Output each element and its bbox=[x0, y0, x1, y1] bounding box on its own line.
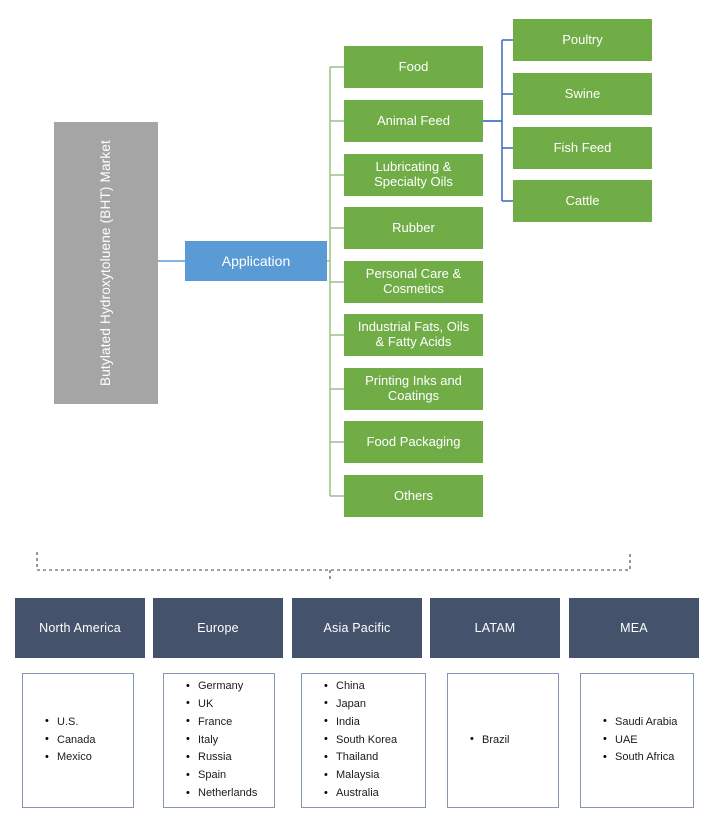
region-bracket bbox=[36, 552, 631, 571]
application-label: Rubber bbox=[392, 219, 435, 235]
country-item: South Korea bbox=[324, 731, 425, 750]
application-box-others[interactable]: Others bbox=[344, 475, 483, 517]
country-item: Brazil bbox=[470, 731, 558, 750]
application-label: Food bbox=[398, 58, 429, 74]
region-header-asia-pacific[interactable]: Asia Pacific bbox=[292, 598, 422, 658]
subtype-box-cattle[interactable]: Cattle bbox=[513, 180, 652, 222]
application-box-food-packaging[interactable]: Food Packaging bbox=[344, 421, 483, 463]
country-item: France bbox=[186, 713, 274, 732]
application-box-lubricating-specialty-oils[interactable]: Lubricating &Specialty Oils bbox=[344, 154, 483, 196]
country-item: India bbox=[324, 713, 425, 732]
application-box-food[interactable]: Food bbox=[344, 46, 483, 88]
region-header-mea[interactable]: MEA bbox=[569, 598, 699, 658]
country-item: Russia bbox=[186, 749, 274, 767]
application-box-personal-care-cosmetics[interactable]: Personal Care &Cosmetics bbox=[344, 261, 483, 303]
region-header-label: LATAM bbox=[474, 620, 516, 635]
country-item: UK bbox=[186, 695, 274, 714]
subtype-box-poultry[interactable]: Poultry bbox=[513, 19, 652, 61]
application-box-industrial-fats-oils-fatty-acids[interactable]: Industrial Fats, Oils& Fatty Acids bbox=[344, 314, 483, 356]
application-label: Industrial Fats, Oils& Fatty Acids bbox=[357, 319, 470, 349]
root-node-label: Butylated Hydroxytoluene (BHT) Market bbox=[98, 140, 114, 386]
application-label: Personal Care &Cosmetics bbox=[365, 266, 462, 296]
country-item: Canada bbox=[45, 731, 133, 750]
country-item: Malaysia bbox=[324, 767, 425, 785]
country-item: China bbox=[324, 678, 425, 696]
subtype-label: Cattle bbox=[565, 192, 600, 208]
region-header-label: Asia Pacific bbox=[323, 620, 391, 635]
region-header-label: MEA bbox=[620, 620, 648, 635]
country-item: Netherlands bbox=[186, 785, 274, 803]
region-header-label: Europe bbox=[197, 620, 239, 635]
country-item: UAE bbox=[603, 731, 693, 750]
subtype-box-swine[interactable]: Swine bbox=[513, 73, 652, 115]
application-label: Others bbox=[393, 487, 433, 503]
segment-node-label: Application bbox=[221, 252, 291, 269]
region-panel-mea: Saudi ArabiaUAESouth Africa bbox=[580, 673, 694, 808]
segment-node-application[interactable]: Application bbox=[185, 241, 327, 281]
country-item: Mexico bbox=[45, 749, 133, 767]
country-item: Thailand bbox=[324, 749, 425, 767]
country-item: Japan bbox=[324, 695, 425, 714]
country-item: Spain bbox=[186, 767, 274, 785]
subtype-label: Swine bbox=[564, 85, 601, 101]
country-list: ChinaJapanIndiaSouth KoreaThailandMalays… bbox=[302, 678, 425, 803]
application-label: Food Packaging bbox=[366, 433, 461, 449]
country-item: South Africa bbox=[603, 749, 693, 767]
region-header-latam[interactable]: LATAM bbox=[430, 598, 560, 658]
country-item: Saudi Arabia bbox=[603, 713, 693, 732]
root-node[interactable]: Butylated Hydroxytoluene (BHT) Market bbox=[54, 122, 158, 404]
subtype-label: Fish Feed bbox=[553, 139, 612, 155]
region-header-north-america[interactable]: North America bbox=[15, 598, 145, 658]
country-item: U.S. bbox=[45, 713, 133, 732]
region-header-europe[interactable]: Europe bbox=[153, 598, 283, 658]
application-box-animal-feed[interactable]: Animal Feed bbox=[344, 100, 483, 142]
region-panel-asia-pacific: ChinaJapanIndiaSouth KoreaThailandMalays… bbox=[301, 673, 426, 808]
region-header-label: North America bbox=[39, 620, 121, 635]
country-item: Germany bbox=[186, 678, 274, 696]
subtype-label: Poultry bbox=[562, 31, 603, 47]
country-item: Australia bbox=[324, 785, 425, 803]
country-list: Saudi ArabiaUAESouth Africa bbox=[581, 713, 693, 767]
country-list: GermanyUKFranceItalyRussiaSpainNetherlan… bbox=[164, 678, 274, 803]
country-list: Brazil bbox=[448, 731, 558, 750]
application-label: Lubricating &Specialty Oils bbox=[374, 159, 453, 189]
region-panel-north-america: U.S.CanadaMexico bbox=[22, 673, 134, 808]
region-panel-europe: GermanyUKFranceItalyRussiaSpainNetherlan… bbox=[163, 673, 275, 808]
country-item: Italy bbox=[186, 731, 274, 750]
region-panel-latam: Brazil bbox=[447, 673, 559, 808]
application-label: Animal Feed bbox=[377, 112, 450, 128]
subtype-box-fish-feed[interactable]: Fish Feed bbox=[513, 127, 652, 169]
country-list: U.S.CanadaMexico bbox=[23, 713, 133, 767]
application-box-rubber[interactable]: Rubber bbox=[344, 207, 483, 249]
